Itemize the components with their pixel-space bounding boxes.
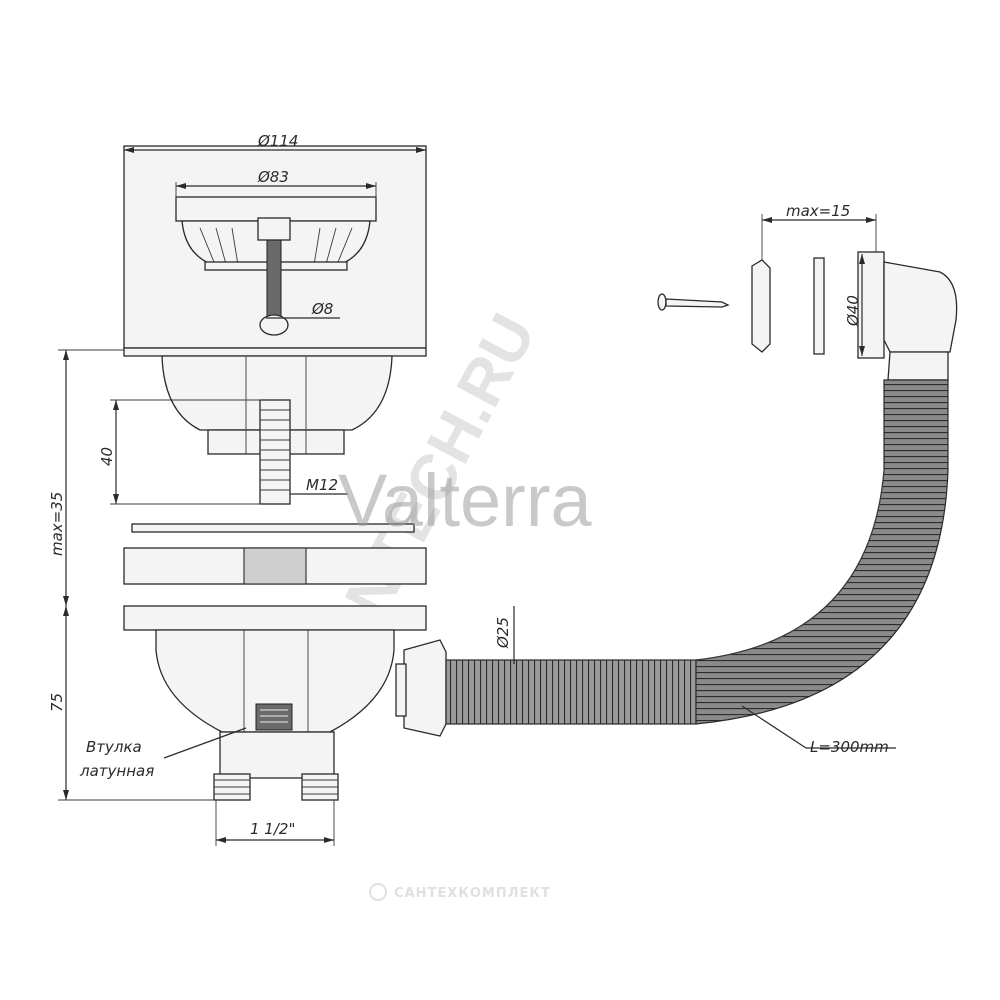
label-d40: Ø40 [844,295,862,327]
dimension-length: L=300mm [741,705,896,756]
label-d83: Ø83 [257,168,289,186]
dimension-d8: Ø8 [266,300,340,319]
gasket-and-washer [123,523,427,585]
label-max35: max=35 [48,492,66,556]
dimension-d114: Ø114 [124,132,426,153]
brand-logo-text: Valterra [338,459,592,542]
label-max15: max=15 [786,202,850,220]
label-m12: M12 [306,476,338,494]
overflow-parts [657,251,958,381]
dimension-max35: max=35 [48,349,124,606]
note-bushing-line1: Втулка [86,738,142,756]
dimension-h75: 75 [48,606,214,801]
dimension-h40: 40 [98,399,260,505]
bushing-note: Втулка латунная [79,727,247,780]
label-d8: Ø8 [311,300,333,318]
label-d25: Ø25 [494,617,512,649]
dimension-m12: M12 [290,476,348,495]
dimension-d40: Ø40 [844,254,865,356]
label-thread: 1 1/2" [250,820,295,838]
label-h40: 40 [98,447,116,466]
drain-body-upper [123,347,427,505]
footer-text: САНТЕХКОМПЛЕКТ [394,886,551,901]
label-length: L=300mm [810,738,889,756]
strainer-basket [123,145,427,349]
drain-body-lower [123,605,427,801]
dimension-max15: max=15 [761,202,877,260]
corrugated-hose [395,379,949,737]
label-h75: 75 [48,693,66,712]
dimension-d83: Ø83 [175,168,377,200]
footer-logo: САНТЕХКОМПЛЕКТ [369,883,551,901]
dimension-d25: Ø25 [494,606,515,664]
label-d114: Ø114 [257,132,298,150]
dimension-thread: 1 1/2" [215,800,335,846]
note-bushing-line2: латунная [79,762,154,780]
